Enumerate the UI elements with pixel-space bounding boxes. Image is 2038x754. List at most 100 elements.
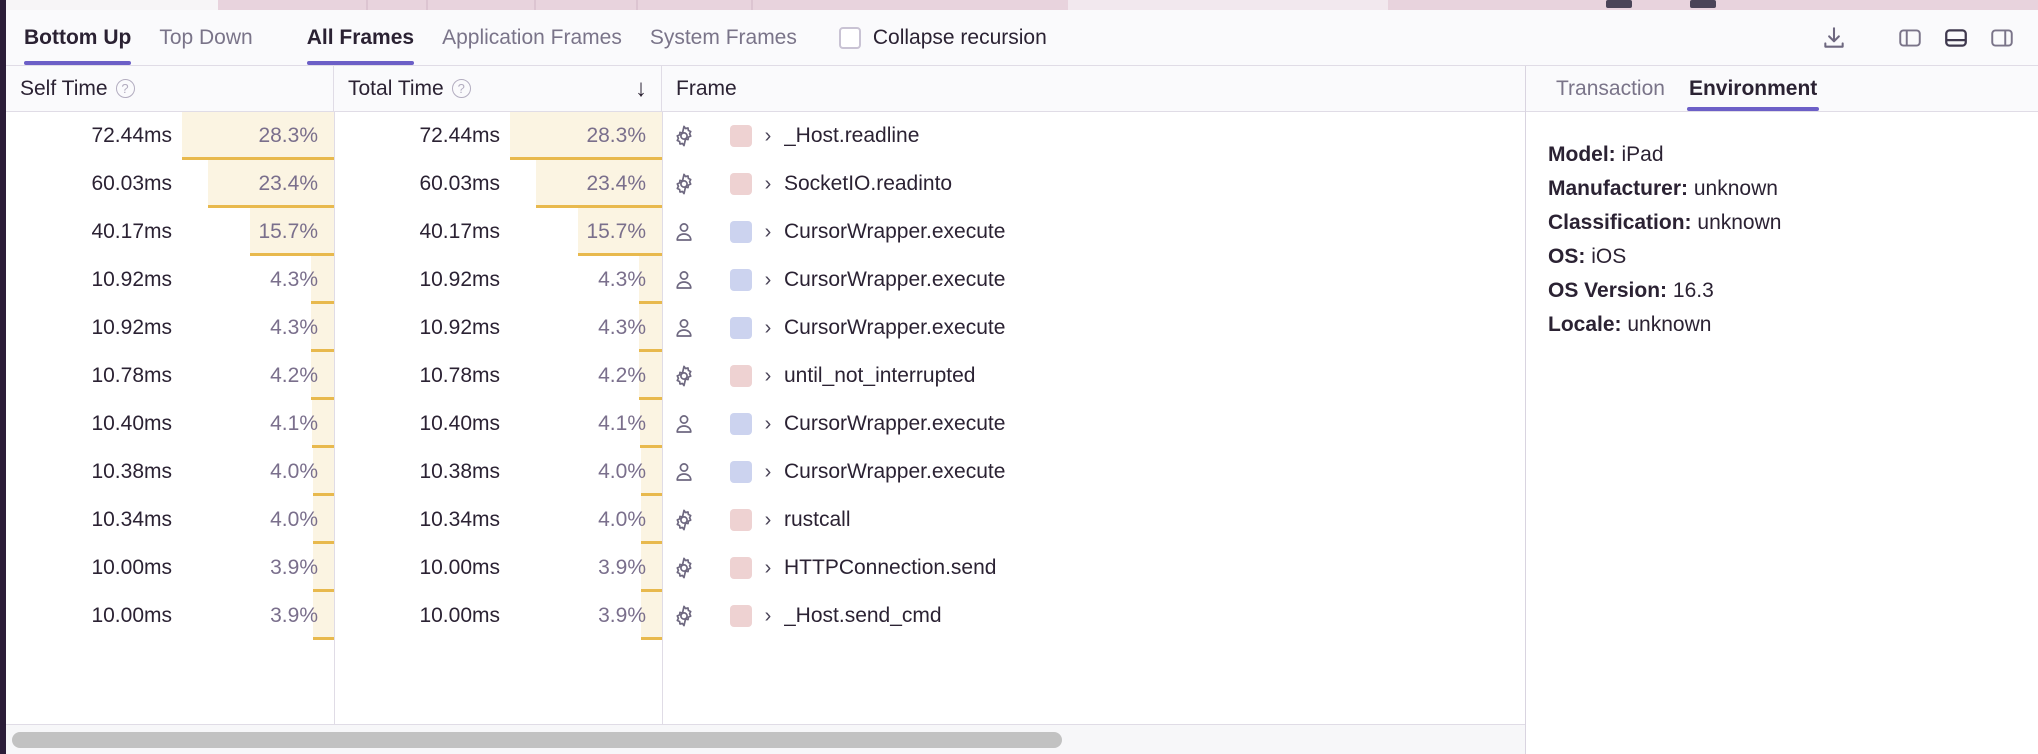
total-time-value: 60.03ms: [334, 160, 510, 208]
tab-system-frames[interactable]: System Frames: [636, 10, 811, 65]
cell-total-time: 10.00ms3.9%: [334, 592, 662, 640]
help-icon[interactable]: ?: [116, 79, 135, 98]
table-row[interactable]: 10.00ms3.9%10.00ms3.9%›HTTPConnection.se…: [6, 544, 1525, 592]
chevron-right-icon[interactable]: ›: [752, 126, 784, 146]
self-time-percent-text: 28.3%: [258, 124, 318, 148]
flame-tick: [426, 0, 428, 10]
cell-self-time: 10.34ms4.0%: [6, 496, 334, 544]
total-time-percent-text: 4.3%: [598, 316, 646, 340]
download-icon[interactable]: [1814, 18, 1854, 58]
sort-descending-icon[interactable]: ↓: [635, 77, 647, 101]
collapse-recursion-toggle[interactable]: Collapse recursion: [839, 26, 1047, 50]
chevron-right-icon[interactable]: ›: [752, 318, 784, 338]
column-header-frame[interactable]: Frame: [662, 66, 1525, 111]
tab-bottom-up-label: Bottom Up: [24, 26, 131, 50]
cell-total-time: 10.78ms4.2%: [334, 352, 662, 400]
frame-color-swatch: [730, 557, 752, 579]
user-icon: [662, 256, 706, 304]
gear-icon: [662, 496, 706, 544]
cell-frame[interactable]: ›CursorWrapper.execute: [706, 256, 1525, 304]
detail-row: OS: iOS: [1548, 240, 2038, 274]
self-time-percent-text: 4.1%: [270, 412, 318, 436]
tab-top-down[interactable]: Top Down: [145, 10, 266, 65]
table-row[interactable]: 10.00ms3.9%10.00ms3.9% ›_Host.send_cmd: [6, 592, 1525, 640]
frame-color-swatch: [730, 461, 752, 483]
table-row[interactable]: 10.92ms4.3%10.92ms4.3%›CursorWrapper.exe…: [6, 304, 1525, 352]
chevron-right-icon[interactable]: ›: [752, 414, 784, 434]
cell-frame[interactable]: ›CursorWrapper.execute: [706, 304, 1525, 352]
total-time-value: 40.17ms: [334, 208, 510, 256]
tab-environment[interactable]: Environment: [1677, 66, 1829, 111]
tab-bottom-up[interactable]: Bottom Up: [6, 10, 145, 65]
cell-frame[interactable]: ›_Host.readline: [706, 112, 1525, 160]
table-row[interactable]: 60.03ms23.4%60.03ms23.4%›SocketIO.readin…: [6, 160, 1525, 208]
cell-frame[interactable]: ›_Host.send_cmd: [706, 592, 1525, 640]
table-row[interactable]: 10.40ms4.1%10.40ms4.1%›CursorWrapper.exe…: [6, 400, 1525, 448]
cell-frame[interactable]: ›SocketIO.readinto: [706, 160, 1525, 208]
chevron-right-icon[interactable]: ›: [752, 606, 784, 626]
cell-frame[interactable]: ›CursorWrapper.execute: [706, 448, 1525, 496]
tab-all-frames[interactable]: All Frames: [289, 10, 428, 65]
table-row[interactable]: 10.78ms4.2%10.78ms4.2%›until_not_interru…: [6, 352, 1525, 400]
column-header-self-time[interactable]: Self Time ?: [6, 66, 334, 111]
horizontal-scrollbar[interactable]: [6, 724, 1525, 754]
self-time-percent-text: 3.9%: [270, 556, 318, 580]
self-time-value: 10.40ms: [6, 400, 182, 448]
self-time-value: 10.92ms: [6, 304, 182, 352]
collapse-recursion-checkbox[interactable]: [839, 27, 861, 49]
tab-application-frames[interactable]: Application Frames: [428, 10, 636, 65]
self-time-value: 40.17ms: [6, 208, 182, 256]
cell-self-time: 10.00ms3.9%: [6, 592, 334, 640]
user-icon: [662, 304, 706, 352]
scrollbar-thumb[interactable]: [12, 732, 1062, 748]
gear-icon: [662, 160, 706, 208]
help-icon[interactable]: ?: [452, 79, 471, 98]
gear-icon: [662, 352, 706, 400]
table-row[interactable]: 40.17ms15.7%40.17ms15.7% ›CursorWrapper.e…: [6, 208, 1525, 256]
self-time-percent: 3.9%: [182, 544, 334, 592]
flame-segment: [6, 0, 218, 10]
cell-total-time: 10.40ms4.1%: [334, 400, 662, 448]
table-row[interactable]: 10.92ms4.3%10.92ms4.3%›CursorWrapper.exe…: [6, 256, 1525, 304]
panel-body: Self Time ? Total Time ? ↓ Frame 72.44ms…: [6, 66, 2038, 754]
flame-block: [1606, 0, 1632, 8]
frame-color-swatch: [730, 221, 752, 243]
cell-frame[interactable]: ›CursorWrapper.execute: [706, 208, 1525, 256]
cell-self-time: 72.44ms28.3%: [6, 112, 334, 160]
cell-total-time: 40.17ms15.7%: [334, 208, 662, 256]
cell-frame[interactable]: ›rustcall: [706, 496, 1525, 544]
total-time-value: 10.00ms: [334, 544, 510, 592]
total-time-percent-text: 4.2%: [598, 364, 646, 388]
chevron-right-icon[interactable]: ›: [752, 366, 784, 386]
chevron-right-icon[interactable]: ›: [752, 462, 784, 482]
total-time-percent: 23.4%: [510, 160, 662, 208]
column-header-total-time[interactable]: Total Time ? ↓: [334, 66, 662, 111]
environment-details: Model: iPadManufacturer: unknownClassifi…: [1526, 112, 2038, 754]
panel-layout-toggles: [1890, 18, 2022, 58]
table-row[interactable]: 72.44ms28.3%72.44ms28.3%›_Host.readline: [6, 112, 1525, 160]
total-time-percent-text: 4.3%: [598, 268, 646, 292]
chevron-right-icon[interactable]: ›: [752, 174, 784, 194]
cell-frame[interactable]: ›until_not_interrupted: [706, 352, 1525, 400]
chevron-right-icon[interactable]: ›: [752, 510, 784, 530]
total-time-value: 10.34ms: [334, 496, 510, 544]
flamegraph-strip[interactable]: [6, 0, 2038, 10]
table-body[interactable]: 72.44ms28.3%72.44ms28.3%›_Host.readline6…: [6, 112, 1525, 724]
panel-right-icon[interactable]: [1982, 18, 2022, 58]
panel-left-icon[interactable]: [1890, 18, 1930, 58]
chevron-right-icon[interactable]: ›: [752, 222, 784, 242]
table-row[interactable]: 10.38ms4.0%10.38ms4.0%›CursorWrapper.exe…: [6, 448, 1525, 496]
chevron-right-icon[interactable]: ›: [752, 270, 784, 290]
cell-self-time: 40.17ms15.7%: [6, 208, 334, 256]
table-row[interactable]: 10.34ms4.0%10.34ms4.0%›rustcall: [6, 496, 1525, 544]
panel-bottom-icon[interactable]: [1936, 18, 1976, 58]
frame-name: CursorWrapper.execute: [784, 412, 1005, 436]
cell-frame[interactable]: ›HTTPConnection.send: [706, 544, 1525, 592]
cell-frame[interactable]: ›CursorWrapper.execute: [706, 400, 1525, 448]
cell-self-time: 10.92ms4.3%: [6, 304, 334, 352]
column-header-total-time-label: Total Time: [348, 77, 444, 101]
self-time-percent: 23.4%: [182, 160, 334, 208]
chevron-right-icon[interactable]: ›: [752, 558, 784, 578]
user-icon: [662, 208, 706, 256]
tab-transaction[interactable]: Transaction: [1544, 66, 1677, 111]
